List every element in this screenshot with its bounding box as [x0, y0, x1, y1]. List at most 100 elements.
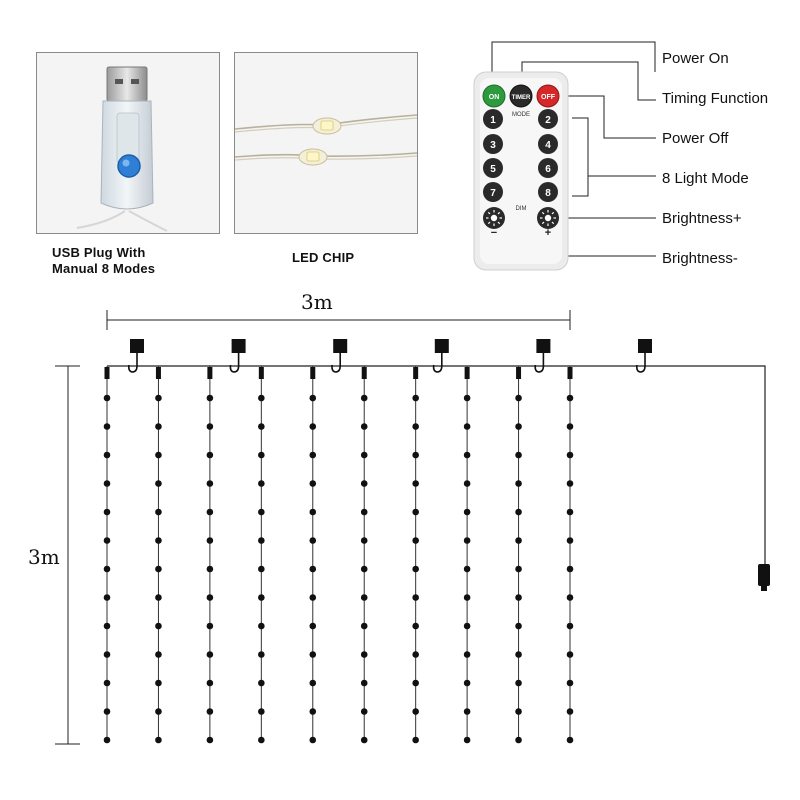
strand-connector [155, 367, 161, 379]
brightness-up-button [537, 207, 559, 229]
hook [636, 339, 652, 373]
led-bulb [309, 537, 317, 544]
led-bulb [155, 594, 162, 601]
hook [331, 339, 348, 373]
led-bulb [412, 622, 419, 630]
mode-button-7-label: 7 [490, 188, 496, 199]
led-bulb [258, 736, 265, 744]
led-bulb [309, 708, 317, 715]
strand-connector [361, 367, 367, 379]
led-bulb [258, 651, 265, 658]
sun-icon [540, 210, 556, 226]
led-bulb [258, 451, 265, 459]
mode-button-5 [483, 158, 503, 178]
hook-curve [534, 353, 545, 373]
led-bulb [360, 651, 368, 658]
led-bulb [566, 508, 574, 516]
remote-diagram: ON TIMER OFF MODE 1 2 3 4 5 6 7 8 DIM [473, 41, 656, 271]
led-strand [412, 366, 419, 744]
led-strand [309, 366, 317, 744]
led-bulb [515, 394, 522, 402]
led-bulb [309, 565, 317, 573]
led-bulb [258, 394, 265, 402]
hook-curve [636, 353, 646, 373]
led-bulb [566, 394, 574, 402]
led-bulb [566, 480, 574, 487]
led-bulb [103, 394, 111, 402]
hook-mount [536, 339, 551, 353]
led-bulb [412, 480, 419, 487]
led-bulb [309, 451, 317, 459]
led-bulb [566, 622, 574, 630]
end-plug [758, 564, 770, 591]
led-strands [103, 366, 574, 744]
hook [534, 339, 551, 373]
led-bulb [103, 480, 111, 487]
led-bulb [309, 508, 317, 516]
mode-button-6 [538, 158, 558, 178]
brightness-down-button [483, 207, 505, 229]
mode-buttons: 1 2 3 4 5 6 7 8 [483, 109, 558, 202]
led-bulb [360, 480, 368, 487]
strand-connector [567, 367, 573, 379]
led-bulb [155, 423, 162, 430]
led-bulb [566, 736, 574, 744]
led-bulb [103, 537, 111, 544]
led-bulb [309, 736, 317, 744]
led-bulb [463, 423, 471, 430]
led-bulb [412, 537, 419, 544]
led-bulb [360, 423, 368, 430]
led-bulb [360, 451, 368, 459]
led-strand [206, 366, 214, 744]
remote-control: ON TIMER OFF MODE 1 2 3 4 5 6 7 8 DIM [473, 71, 569, 271]
height-dimension [55, 365, 80, 745]
led-bulb [155, 708, 162, 715]
mode-button-1 [483, 109, 503, 129]
hook-mount [434, 339, 449, 353]
led-bulb [309, 622, 317, 630]
mode-button-5-label: 5 [490, 164, 496, 175]
led-bulb [155, 736, 162, 744]
strand-connector [464, 367, 470, 379]
led-bulb [463, 622, 471, 630]
led-bulb [103, 708, 111, 715]
led-bulb [206, 565, 214, 573]
mode-button-6-label: 6 [545, 164, 551, 175]
led-bulb [206, 651, 214, 658]
led-bulb [463, 651, 471, 658]
led-bulb [309, 651, 317, 658]
led-bulb [206, 622, 214, 630]
strand-connector [413, 367, 419, 379]
legend-brightness-plus: Brightness+ [662, 210, 742, 227]
led-bulb [412, 679, 419, 687]
usb-caption-line-1: USB Plug With [52, 245, 146, 260]
led-bulb [515, 651, 522, 658]
led-bulb [103, 451, 111, 459]
led-bulb [566, 565, 574, 573]
mode-button-8 [538, 182, 558, 202]
led-bulb [103, 594, 111, 601]
led-bulb [360, 537, 368, 544]
hooks [128, 339, 652, 373]
timer-button [509, 84, 533, 108]
leader-power-on [491, 41, 656, 92]
led-bulb [412, 394, 419, 402]
led-bulb [206, 508, 214, 516]
led-bulb [566, 594, 574, 601]
led-bulb [206, 394, 214, 402]
power-on-button-label: ON [489, 94, 500, 101]
height-label: 3m [28, 545, 60, 569]
led-bulb [412, 736, 419, 744]
led-bulb [463, 736, 471, 744]
hook-mount [638, 339, 652, 353]
led-bulb [103, 423, 111, 430]
sun-icon [486, 210, 502, 226]
timer-button-label: TIMER [512, 95, 531, 101]
hook [432, 339, 449, 373]
led-bulb [309, 594, 317, 601]
led-bulb [206, 537, 214, 544]
dim-label: DIM [516, 206, 527, 212]
led-bulb [206, 594, 214, 601]
usb-caption-line-2: Manual 8 Modes [52, 261, 156, 276]
led-strand [566, 366, 574, 744]
